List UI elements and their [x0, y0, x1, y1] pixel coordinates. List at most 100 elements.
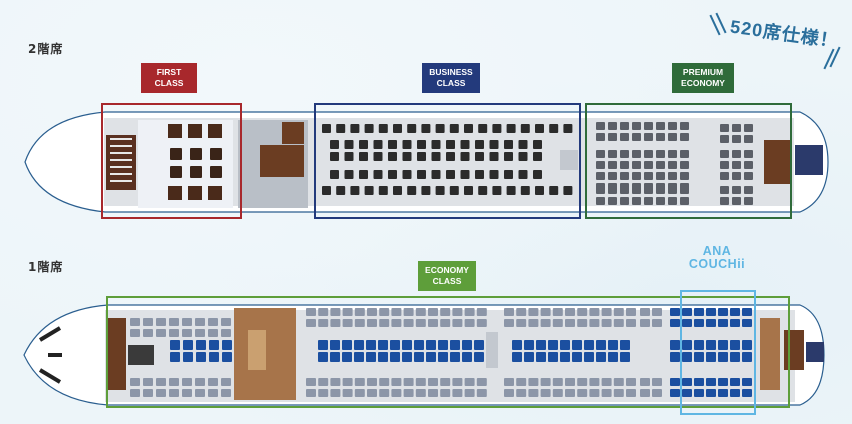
economy-seat-blue [209, 352, 219, 362]
premium-seat [596, 133, 605, 141]
economy-seat [143, 329, 153, 337]
business-lav [560, 150, 578, 170]
premium-seat [596, 172, 605, 180]
premium-seat [744, 186, 753, 194]
premium-seat [644, 161, 653, 169]
premium-seat [680, 186, 689, 194]
economy-seat [565, 308, 575, 316]
premium-seat [720, 135, 729, 143]
economy-seat [367, 389, 377, 397]
economy-seat-blue [584, 352, 594, 362]
couchii-seat [694, 319, 704, 327]
premium-seat [620, 133, 629, 141]
business-seat [378, 186, 388, 195]
premium-seat [680, 133, 689, 141]
premium-seat [632, 122, 641, 130]
couchii-seat [742, 308, 752, 316]
business-seat [446, 152, 455, 161]
couchii-seat [694, 389, 704, 397]
economy-class-tag: ECONOMY CLASS [418, 261, 476, 291]
business-seat [431, 170, 441, 179]
couchii-zone [680, 290, 756, 415]
business-seat [417, 152, 426, 161]
economy-seat [130, 378, 140, 386]
couchii-seat [730, 389, 740, 397]
premium-seat [668, 150, 677, 158]
couchii-seat [706, 319, 716, 327]
business-seat [518, 140, 528, 149]
economy-seat [528, 319, 539, 327]
business-seat [520, 186, 530, 195]
economy-seat-blue [572, 340, 582, 350]
economy-seat [516, 378, 527, 386]
business-seat [446, 170, 455, 179]
couchii-seat [694, 340, 704, 350]
economy-seat [577, 319, 588, 327]
business-seat [489, 170, 499, 179]
business-seat [489, 140, 499, 149]
business-seat [549, 124, 559, 133]
premium-seat [656, 197, 665, 205]
couchii-seat [718, 340, 728, 350]
economy-seat [169, 318, 179, 326]
business-seat [504, 140, 513, 149]
economy-seat-blue [342, 340, 352, 350]
premium-seat [744, 172, 753, 180]
business-seat [330, 152, 339, 161]
business-seat [460, 140, 470, 149]
economy-seat [318, 319, 329, 327]
premium-seat [668, 122, 677, 130]
couchii-seat [706, 352, 716, 362]
economy-seat [391, 319, 402, 327]
business-seat [322, 124, 331, 133]
economy-seat [156, 318, 166, 326]
economy-seat-blue [596, 340, 606, 350]
economy-seat [169, 389, 179, 397]
business-seat [330, 140, 339, 149]
premium-seat [680, 172, 689, 180]
premium-seat [644, 197, 653, 205]
premium-seat [668, 197, 677, 205]
economy-seat-blue [318, 352, 328, 362]
premium-seat [680, 197, 689, 205]
stair-step [110, 159, 132, 161]
economy-seat [640, 389, 650, 397]
business-seat [506, 124, 516, 133]
economy-seat [626, 308, 636, 316]
business-seat [407, 186, 417, 195]
economy-seat [552, 389, 563, 397]
economy-seat-blue [402, 352, 412, 362]
economy-seat [464, 308, 475, 316]
couchii-seat [730, 308, 740, 316]
economy-seat [640, 378, 650, 386]
economy-seat [208, 329, 218, 337]
economy-seat [130, 318, 140, 326]
premium-economy-zone [585, 103, 792, 219]
couchii-seat [682, 352, 692, 362]
economy-seat-blue [572, 352, 582, 362]
economy-seat [626, 389, 636, 397]
economy-seat-blue [438, 352, 448, 362]
economy-seat-blue [560, 352, 570, 362]
lower-deck-label: 1階席 [28, 260, 64, 274]
premium-seat [608, 186, 617, 194]
economy-seat-blue [620, 352, 630, 362]
premium-seat [720, 172, 729, 180]
economy-seat [182, 389, 192, 397]
upper-rear-stairs [795, 145, 823, 175]
premium-seat [732, 135, 741, 143]
couchii-seat [682, 340, 692, 350]
first-class-center-suite [210, 148, 222, 160]
premium-seat [680, 150, 689, 158]
economy-seat-blue [512, 352, 522, 362]
couchii-seat [706, 389, 716, 397]
economy-seat [626, 378, 636, 386]
economy-seat [143, 318, 153, 326]
economy-seat-blue [450, 352, 460, 362]
economy-seat [516, 319, 527, 327]
economy-seat-blue [354, 340, 364, 350]
premium-seat [644, 172, 653, 180]
premium-seat [656, 186, 665, 194]
business-seat [407, 124, 417, 133]
business-seat [388, 170, 397, 179]
